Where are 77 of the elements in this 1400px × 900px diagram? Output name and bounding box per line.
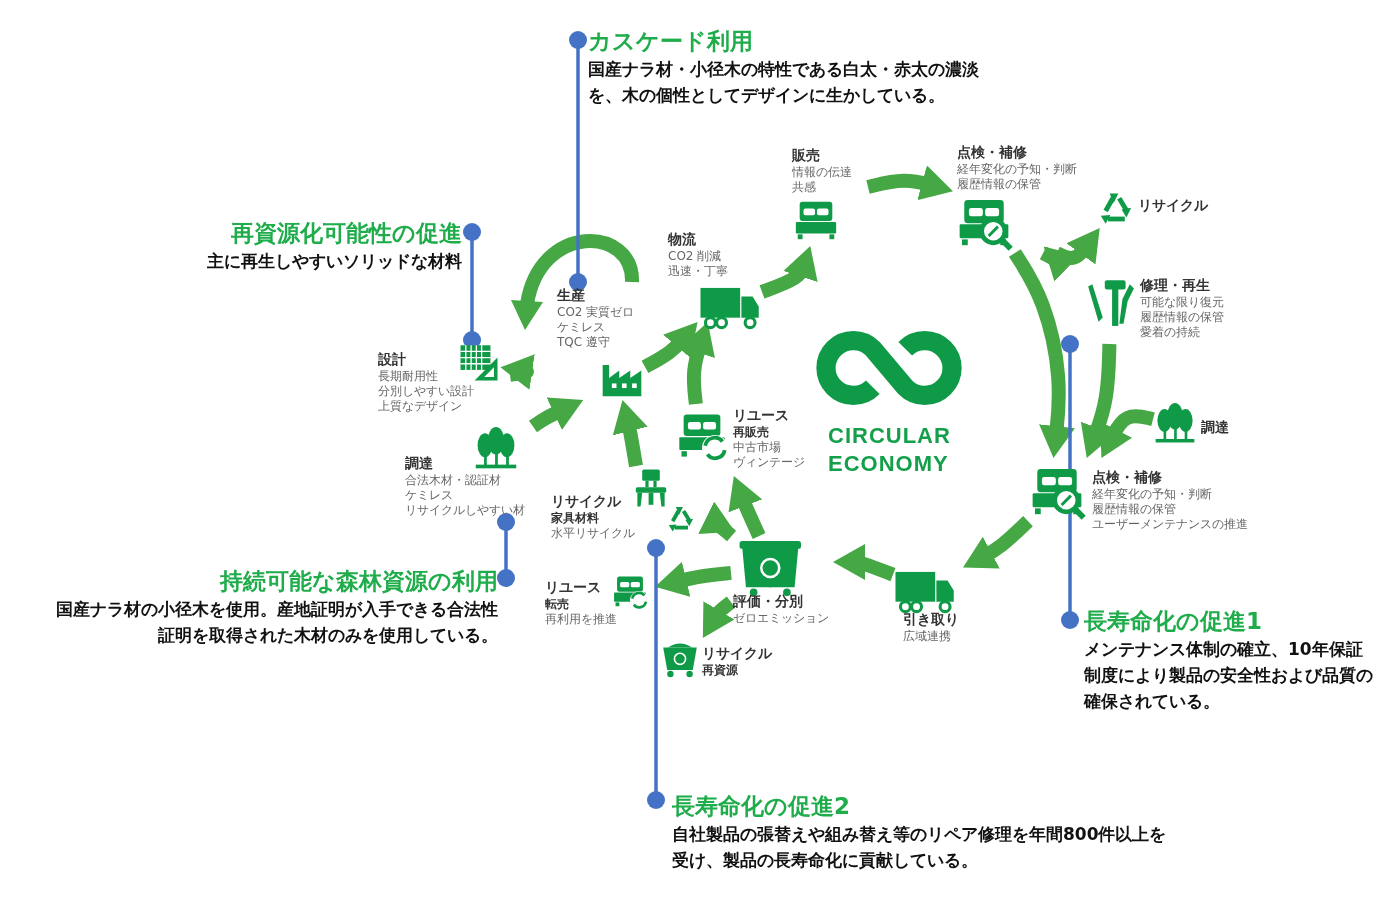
callout-text: メンテナンス体制の確立、10年保証制度により製品の安全性および品質の確保されている。 (1084, 638, 1374, 713)
stage-note: 迅速・丁寧 (668, 264, 728, 279)
stage-subheading: 家具材料 (551, 511, 600, 526)
stage-note: 共感 (792, 180, 817, 195)
stage-note: 履歴情報の保管 (957, 177, 1042, 192)
stage-heading: 点検・補修 (957, 143, 1028, 162)
stage-note: 広域連携 (903, 629, 952, 644)
stage-heading: 生産 (557, 286, 586, 305)
stage-note: ユーザーメンテナンスの推進 (1092, 517, 1248, 532)
stage-heading: 修理・再生 (1140, 276, 1211, 295)
stage-note: ゼロエミッション (733, 611, 829, 626)
flow-arrow (655, 561, 733, 597)
callout-title: 長寿命化の促進2 (672, 792, 851, 821)
stage-note: ケミレス (405, 488, 454, 503)
stage-note: 可能な限り復元 (1140, 295, 1224, 310)
stage-note: リサイクルしやすい材 (405, 503, 525, 518)
flow-arrow (612, 400, 648, 468)
stage-note: 水平リサイクル (551, 526, 635, 541)
stage-note: 経年変化の予知・判断 (1092, 487, 1213, 502)
callout-text: 国産ナラ材の小径木を使用。産地証明が入手できる合法性証明を取得された木材のみを使用している。 (55, 598, 498, 647)
stage-subheading: 転売 (545, 597, 570, 612)
stage-heading: 販売 (792, 146, 821, 165)
callout-text: 自社製品の張替えや組み替え等のリペア修理を年間800件以上を受け、製品の長寿命化に貢献している。 (672, 823, 1168, 872)
stage-note: 再利用を推進 (545, 612, 617, 627)
callout-title: 持続可能な森林資源の利用 (218, 567, 498, 596)
stage-heading: リユース (733, 406, 790, 425)
stage-note: CO2 削減 (668, 249, 723, 264)
callout-title: 長寿命化の促進1 (1084, 607, 1263, 636)
callout-title: 再資源化可能性の促進 (230, 219, 462, 248)
flow-arrow (528, 397, 584, 433)
leader-line (1061, 335, 1079, 629)
stage-note: 上質なデザイン (378, 399, 463, 414)
stage-note: 長期耐用性 (378, 369, 439, 384)
stage-heading: 調達 (1201, 418, 1229, 437)
flow-arrow (833, 544, 896, 582)
flow-arrow (698, 501, 737, 542)
stage-note: 履歴情報の保管 (1140, 310, 1224, 325)
flow-arrow (500, 354, 535, 390)
stage-subheading: 再販売 (733, 425, 770, 440)
stage-note: 愛着の持続 (1140, 325, 1201, 340)
flow-arrow (641, 322, 698, 374)
stage-heading: 物流 (668, 230, 697, 249)
stage-heading: 設計 (378, 350, 407, 369)
flow-arrow (866, 165, 953, 201)
stage-heading: リサイクル (1138, 196, 1208, 215)
leader-line (569, 31, 587, 291)
center-title: CIRCULAR ECONOMY (828, 422, 952, 478)
stage-heading: リサイクル (702, 644, 772, 663)
stage-heading: リサイクル (551, 492, 622, 511)
stage-note: ケミレス (557, 320, 606, 335)
stage-note: ヴィンテージ (733, 455, 805, 470)
stage-note: CO2 実質ゼロ (557, 305, 635, 320)
stage-note: 分別しやすい設計 (378, 384, 474, 399)
stage-heading: リユース (545, 578, 602, 597)
callout-text: 国産ナラ材・小径木の特性である白太・赤太の濃淡を、木の個性としてデザインに生かしている。 (588, 58, 980, 107)
stage-note: 経年変化の予知・判断 (957, 162, 1077, 177)
flow-arrow (1080, 343, 1117, 458)
stage-note: 履歴情報の保管 (1092, 502, 1177, 517)
callout-text: 主に再生しやすいソリッドな材料 (206, 250, 462, 273)
flow-arrow (1100, 409, 1156, 458)
stage-subheading: 再資源 (702, 663, 739, 678)
leader-line (497, 513, 515, 587)
stage-heading: 調達 (405, 454, 434, 473)
stage-note: 情報の伝達 (792, 165, 852, 180)
flow-arrow (759, 246, 818, 299)
flow-arrow (1008, 249, 1075, 458)
flow-arrow (702, 596, 736, 638)
stage-heading: 点検・補修 (1092, 468, 1163, 487)
flow-arrow (728, 476, 766, 539)
stage-note: TQC 遵守 (557, 335, 611, 350)
flow-arrow (963, 516, 1033, 569)
stage-heading: 評価・分別 (733, 592, 804, 611)
stage-heading: 引き取り (903, 610, 959, 629)
stage-note: 合法木材・認証材 (405, 473, 502, 488)
leader-line (647, 539, 665, 809)
stage-note: 中古市場 (733, 440, 782, 455)
callout-title: カスケード利用 (588, 27, 754, 56)
